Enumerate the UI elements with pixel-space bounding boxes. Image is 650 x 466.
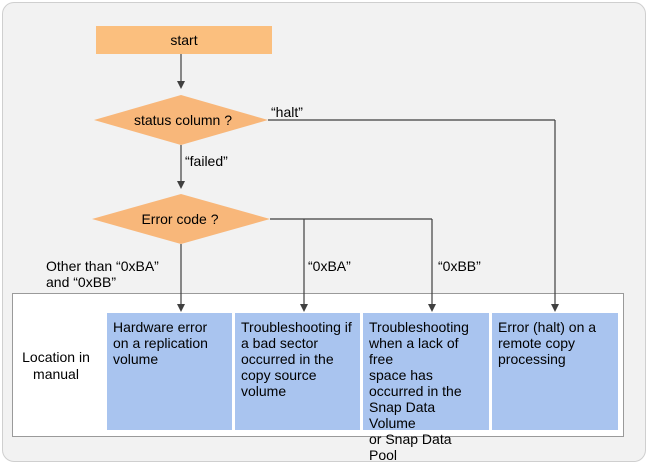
status-decision-node [94,95,268,145]
result-hardware-error: Hardware error on a replication volume [107,313,232,430]
edge-label-failed: “failed” [185,153,228,169]
result-remote-copy-halt: Error (halt) on a remote copy processing [492,313,618,430]
edge-label-halt: “halt” [271,104,303,120]
error-decision-node [92,194,270,244]
location-in-manual-label: Location in manual [22,349,90,382]
error-decision-label: Error code ? [141,211,218,227]
result-bad-sector: Troubleshooting if a bad sector occurred… [235,313,360,430]
start-node [96,26,272,54]
edge-label-0xba: “0xBA” [308,258,351,274]
start-label: start [170,32,197,48]
edge-label-0xbb: “0xBB” [438,258,481,274]
edge-label-other: Other than “0xBA” and “0xBB” [46,258,159,290]
status-decision-label: status column ? [134,112,232,128]
result-lack-of-free-space: Troubleshooting when a lack of free spac… [363,313,489,463]
